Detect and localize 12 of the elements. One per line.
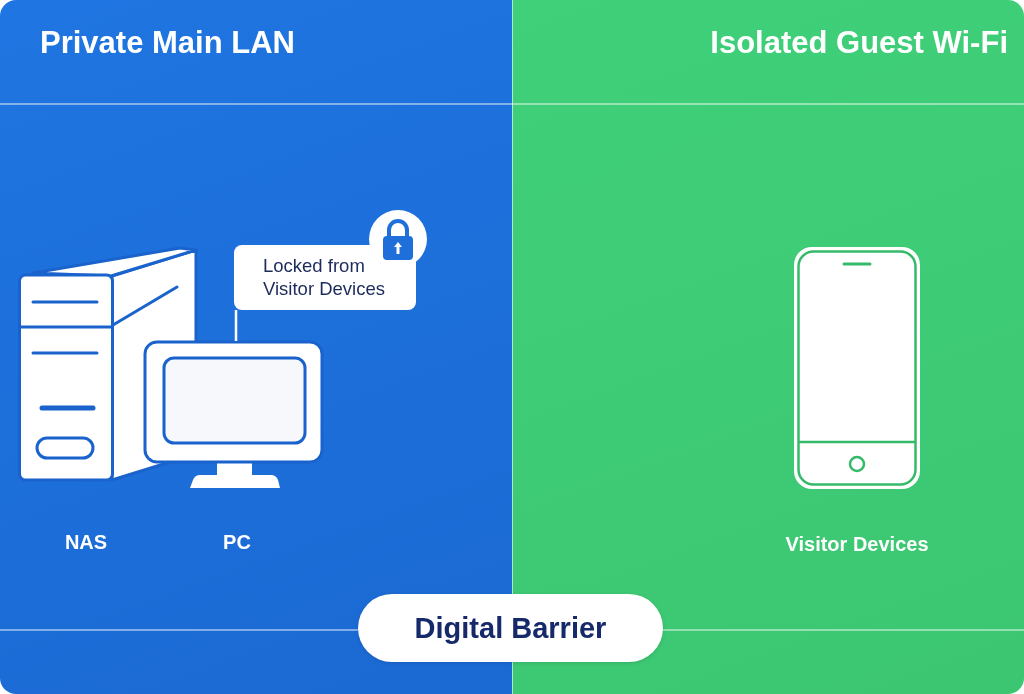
network-panel (512, 0, 1024, 694)
smartphone-illustration (793, 246, 921, 490)
device-label: NAS (64, 530, 108, 554)
network-panel (0, 0, 512, 694)
panel-heading: Private Main LAN (40, 24, 295, 61)
panel-heading: Isolated Guest Wi-Fi (710, 24, 1008, 61)
callout-text: Locked from Visitor Devices (263, 254, 386, 300)
label-pill: Digital Barrier (358, 594, 663, 662)
monitor-illustration (143, 340, 325, 490)
device-label: PC (223, 530, 251, 554)
leader-line (234, 310, 238, 341)
device-label: Visitor Devices (785, 532, 929, 556)
